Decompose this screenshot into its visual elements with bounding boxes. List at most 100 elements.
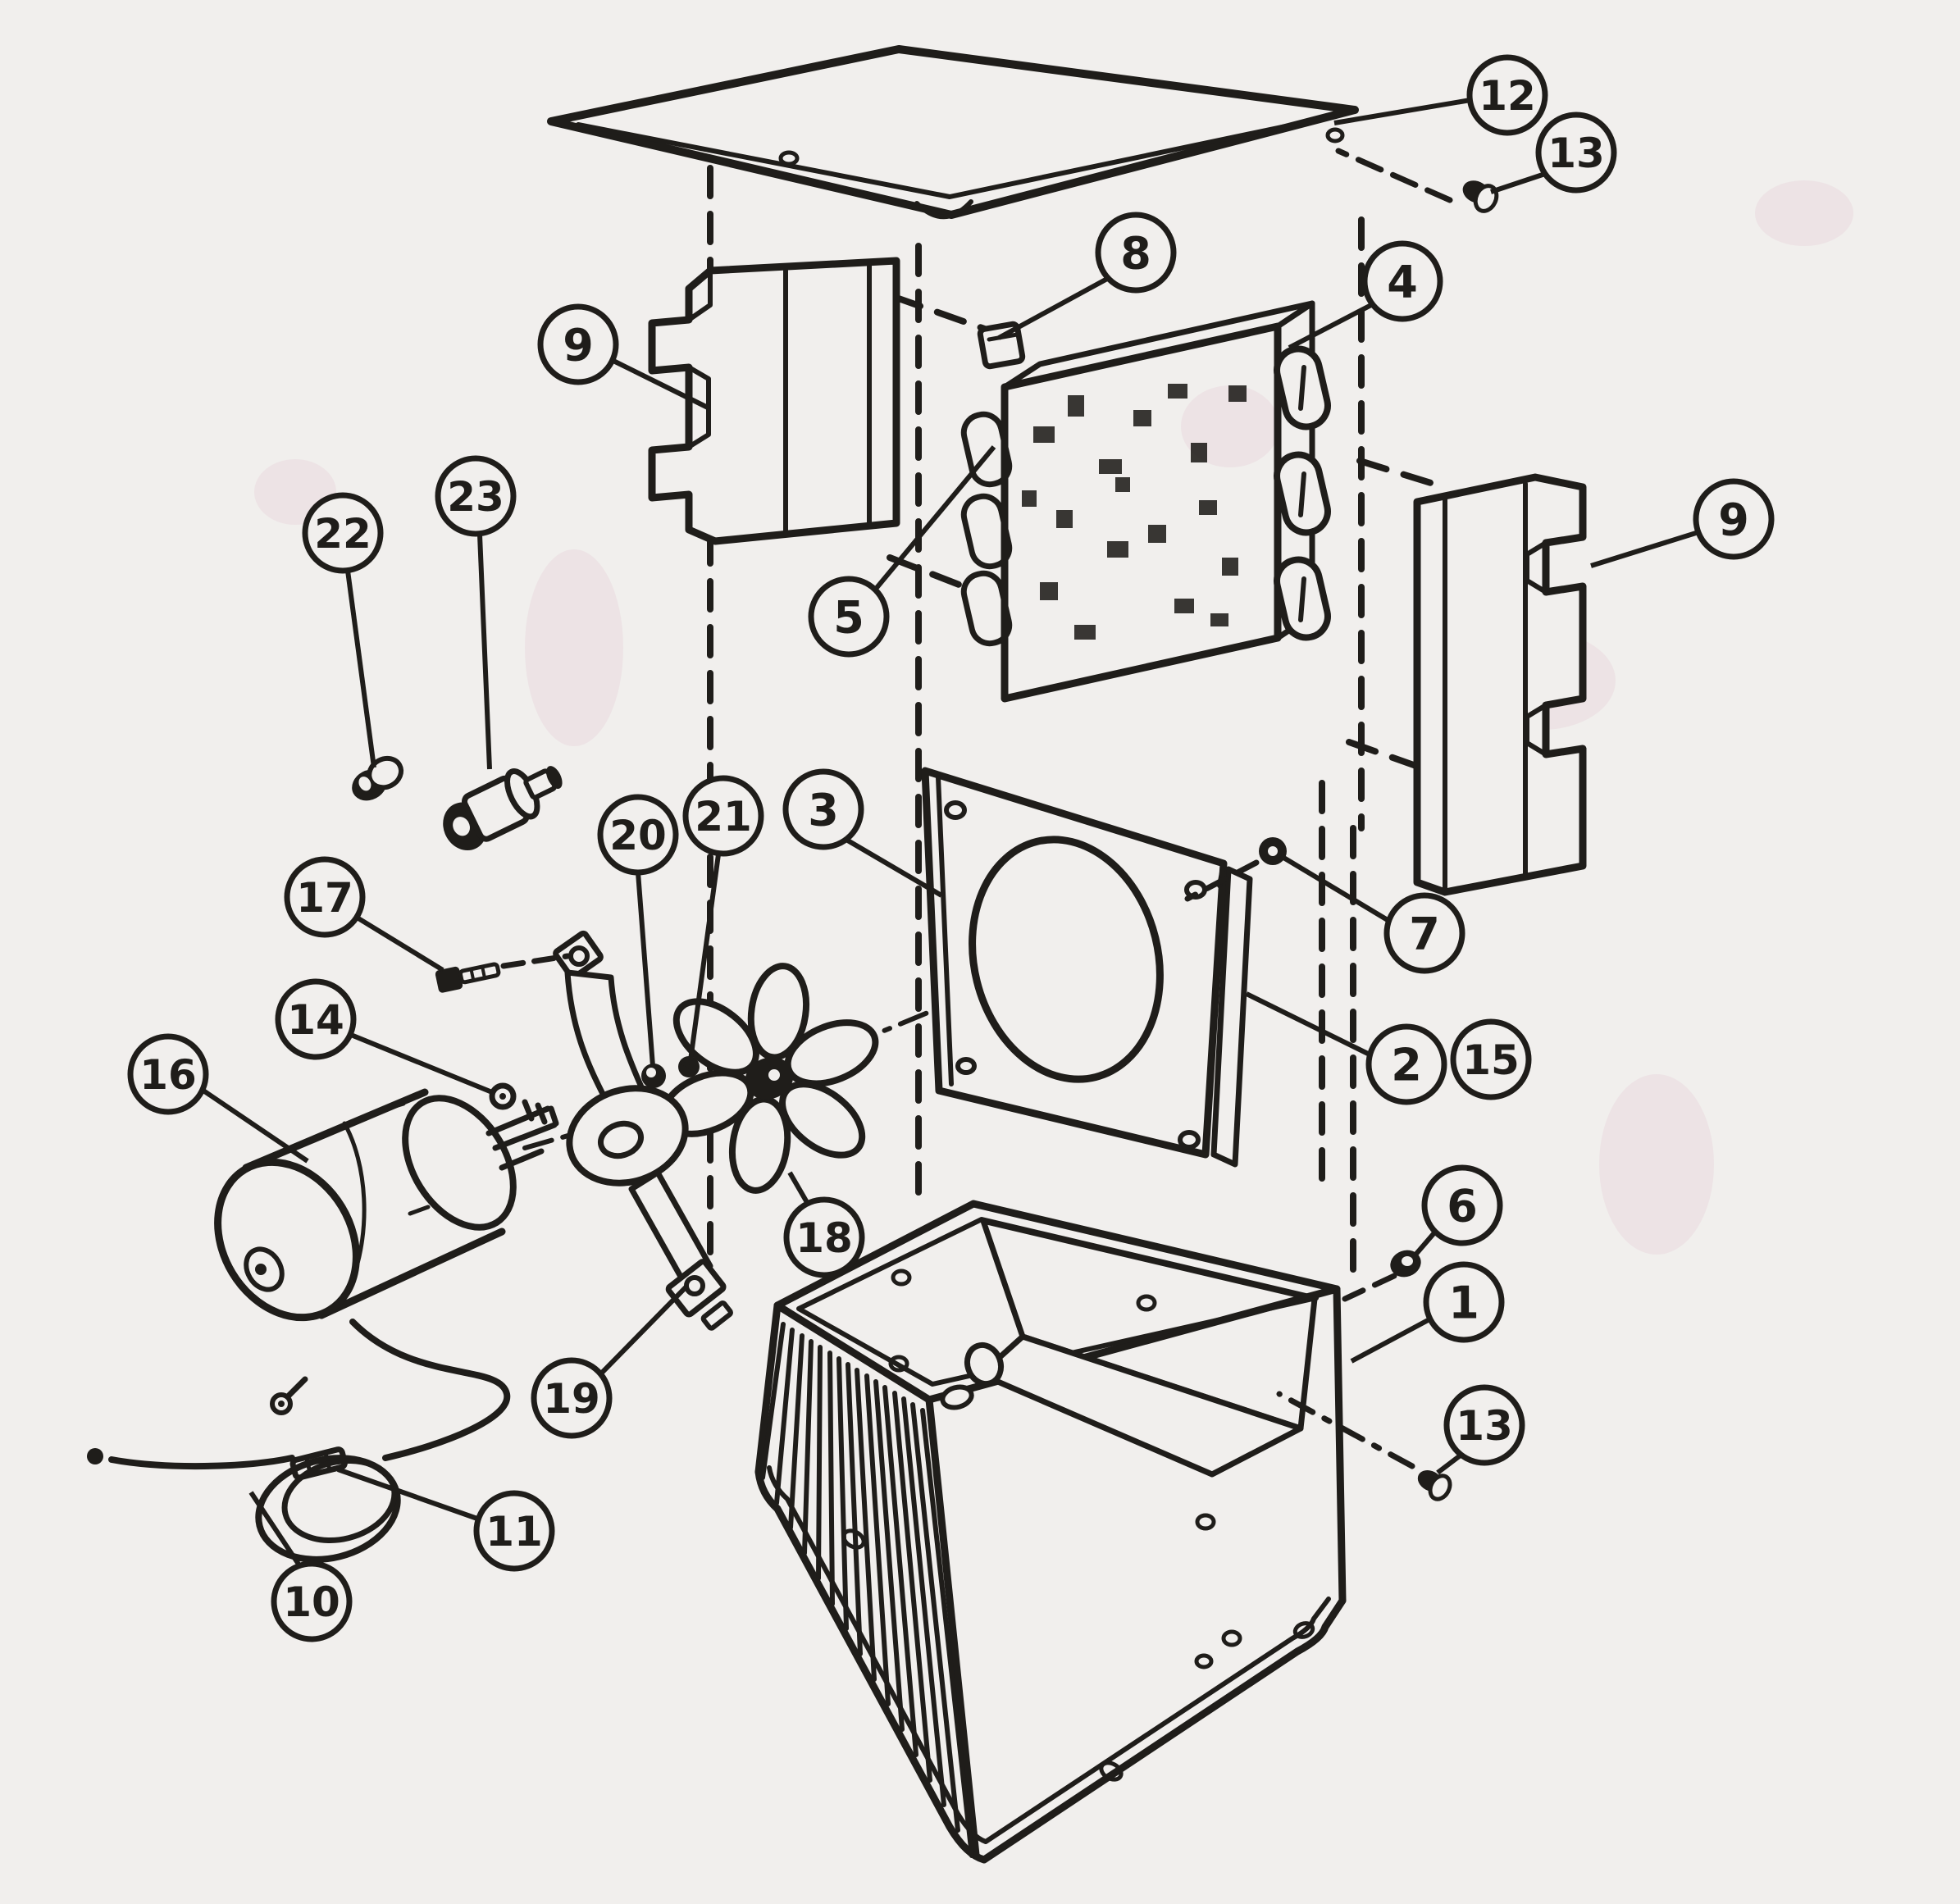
callout-number: 20	[609, 812, 667, 859]
hub-nut-part-20	[641, 1064, 666, 1088]
callout-number: 3	[808, 784, 839, 836]
callout-leader-line	[997, 276, 1109, 340]
callout-balloon-7: 7	[1383, 892, 1465, 974]
callout-leader-line	[787, 1171, 810, 1205]
grommet-part-7	[1184, 837, 1287, 902]
callout-balloon-23: 23	[435, 455, 517, 537]
callout-balloon-15: 15	[1450, 1018, 1532, 1100]
condenser-coil-part	[960, 300, 1331, 703]
callout-number: 10	[283, 1578, 340, 1626]
fan-blade-part	[659, 963, 879, 1194]
callout-leader-line	[1436, 1452, 1463, 1475]
callout-leader-line	[873, 445, 996, 590]
base-pan-part	[754, 1200, 1347, 1864]
callout-number: 18	[795, 1214, 853, 1262]
top-cover-part	[547, 45, 1359, 220]
callout-leader-line	[599, 1283, 690, 1376]
callout-leader-line	[248, 1491, 303, 1569]
callout-number: 21	[695, 793, 752, 840]
callout-number: 16	[139, 1051, 197, 1099]
callout-number: 1	[1448, 1277, 1479, 1328]
callout-number: 13	[1456, 1402, 1513, 1450]
cover-screw-hole	[778, 150, 800, 166]
callout-balloon-4: 4	[1361, 240, 1443, 322]
callout-balloon-13: 13	[1535, 112, 1617, 194]
callout-leader-line	[1350, 1316, 1433, 1364]
callout-number: 4	[1387, 256, 1418, 307]
condenser-right-bumpers	[1274, 345, 1331, 641]
callout-balloon-13: 13	[1443, 1384, 1525, 1466]
callout-balloon-16: 16	[127, 1033, 209, 1115]
bracket-screw-part-17	[435, 953, 571, 993]
callout-leader-line	[1288, 303, 1373, 350]
callout-leader-line	[345, 570, 376, 768]
callout-number: 9	[563, 319, 594, 371]
cap-nut-part-22	[352, 755, 404, 801]
cover-corner-screw-hole	[1325, 127, 1345, 143]
motor-bracket-part	[553, 930, 733, 1331]
plate-edge-strip-part-15	[1210, 866, 1253, 1168]
callout-balloon-8: 8	[1095, 212, 1177, 294]
callout-number: 23	[447, 473, 504, 521]
grommet-part-6	[1342, 1250, 1421, 1302]
callout-leader-line	[1333, 98, 1471, 125]
callout-number: 19	[543, 1375, 600, 1423]
callout-number: 12	[1479, 72, 1536, 120]
callout-number: 22	[314, 510, 371, 558]
callout-number: 11	[485, 1508, 543, 1556]
callout-leader-line	[349, 1032, 494, 1095]
right-mounting-bracket-part	[1413, 473, 1587, 896]
callout-leader-line	[688, 854, 721, 1061]
callout-balloon-5: 5	[808, 576, 890, 658]
callout-balloon-9: 9	[537, 303, 619, 385]
callout-balloon-6: 6	[1421, 1164, 1503, 1246]
callout-balloon-19: 19	[531, 1357, 613, 1439]
callout-balloon-14: 14	[275, 978, 357, 1060]
callout-leader-line	[1245, 991, 1370, 1056]
callout-balloon-3: 3	[782, 768, 864, 850]
callout-balloon-22: 22	[302, 492, 384, 574]
callout-balloon-11: 11	[473, 1490, 555, 1572]
callout-balloon-12: 12	[1466, 54, 1548, 136]
fan-shroud-plate-part	[921, 767, 1253, 1168]
fan-motor-part	[87, 1088, 559, 1563]
callout-number: 5	[833, 591, 864, 643]
callout-balloon-10: 10	[271, 1560, 353, 1642]
service-valve-part-23	[443, 766, 563, 851]
callout-balloon-2: 2	[1365, 1023, 1447, 1105]
callout-number: 9	[1718, 494, 1749, 545]
left-mounting-bracket-part	[648, 257, 900, 545]
callout-number: 14	[287, 996, 344, 1044]
pan-screw-part-13	[1276, 1391, 1452, 1501]
callout-balloon-9: 9	[1693, 478, 1775, 560]
callout-number: 6	[1447, 1180, 1478, 1232]
callout-number: 8	[1120, 227, 1151, 279]
callout-number: 17	[296, 874, 353, 922]
callout-leader-line	[202, 1088, 309, 1164]
callout-leader-line	[612, 358, 711, 411]
pan-louvers	[760, 1322, 974, 1858]
callout-leader-line	[1590, 531, 1697, 568]
callout-balloon-1: 1	[1423, 1261, 1505, 1343]
fin-blotches	[1022, 384, 1247, 640]
callout-leader-line	[337, 1467, 478, 1521]
callout-leader-line	[1490, 171, 1546, 194]
callout-leader-line	[636, 872, 655, 1067]
callout-number: 7	[1409, 908, 1440, 959]
callout-leader-line	[1279, 854, 1389, 922]
motor-wiring	[87, 1319, 511, 1563]
callout-number: 13	[1547, 130, 1605, 177]
callout-balloon-18: 18	[783, 1196, 865, 1278]
capillary-loop-part-10	[87, 1448, 401, 1563]
callout-balloon-17: 17	[284, 856, 366, 938]
callout-leader-line	[477, 534, 492, 770]
callout-balloon-21: 21	[682, 775, 764, 857]
callout-number: 15	[1462, 1036, 1520, 1084]
callout-leader-line	[845, 837, 943, 898]
callout-number: 2	[1391, 1039, 1422, 1091]
callout-balloon-20: 20	[597, 794, 679, 876]
washer-part-14	[489, 1082, 517, 1110]
